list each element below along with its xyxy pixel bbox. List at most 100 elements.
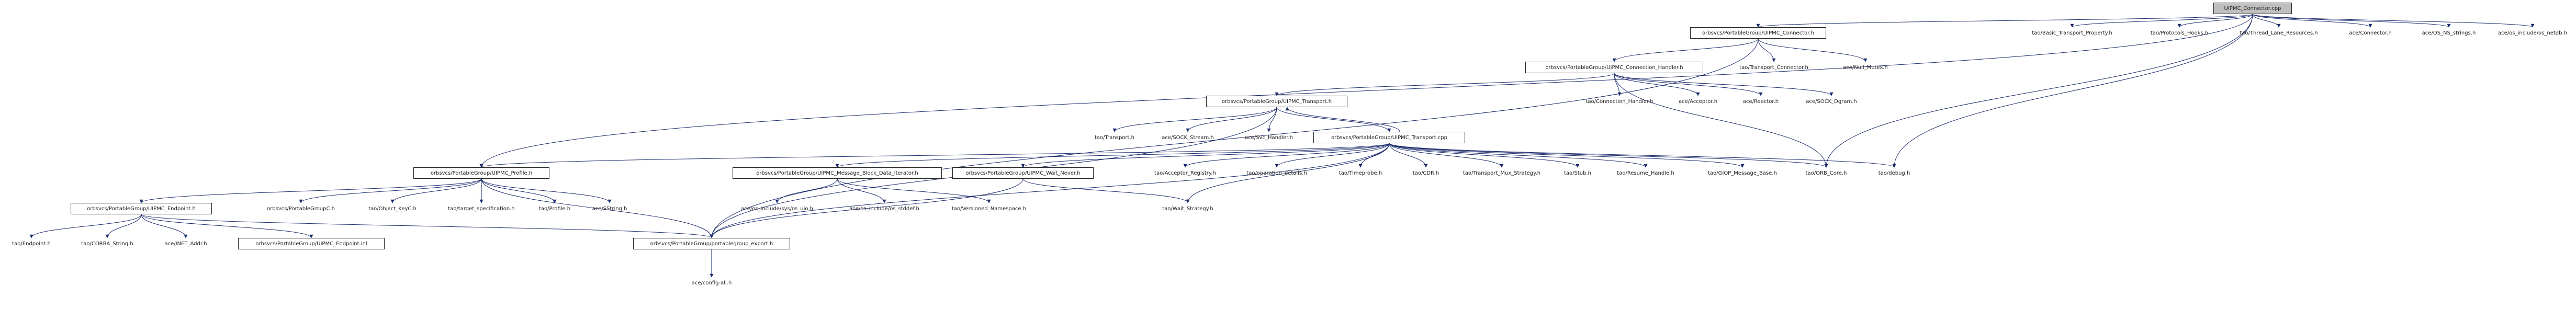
dependency-edge bbox=[2070, 14, 2253, 28]
dependency-edge bbox=[1389, 143, 1828, 168]
dependency-edge bbox=[1756, 14, 2253, 28]
graph-node[interactable]: orbsvcs/PortableGroupC.h bbox=[267, 205, 335, 212]
dependency-edge bbox=[1614, 73, 1763, 96]
dependency-edge bbox=[1389, 143, 1504, 168]
dependency-edge bbox=[479, 14, 2253, 168]
graph-node[interactable]: tao/CORBA_String.h bbox=[81, 241, 133, 247]
dependency-edge bbox=[1614, 73, 1833, 96]
graph-node[interactable]: tao/Thread_Lane_Resources.h bbox=[2240, 30, 2318, 36]
graph-node[interactable]: orbsvcs/PortableGroup/UIPMC_Connection_H… bbox=[1525, 62, 1703, 73]
dependency-edge bbox=[1824, 14, 2253, 168]
graph-node[interactable]: orbsvcs/PortableGroup/UIPMC_Message_Bloc… bbox=[733, 167, 942, 179]
graph-node[interactable]: orbsvcs/PortableGroup/UIPMC_Wait_Never.h bbox=[952, 167, 1094, 179]
graph-node[interactable]: ace/os_include/os_netdb.h bbox=[2498, 30, 2568, 36]
graph-node[interactable]: orbsvcs/PortableGroup/UIPMC_Endpoint.h bbox=[71, 203, 212, 214]
graph-node[interactable]: ace/Reactor.h bbox=[1742, 98, 1779, 105]
dependency-edge bbox=[390, 178, 482, 203]
graph-node[interactable]: tao/Transport.h bbox=[1095, 134, 1134, 141]
dependency-edge bbox=[1389, 143, 1745, 168]
dependency-edge bbox=[1389, 143, 1648, 168]
graph-node[interactable]: tao/Basic_Transport_Property.h bbox=[2032, 30, 2112, 36]
graph-node[interactable]: tao/Protocols_Hooks.h bbox=[2150, 30, 2209, 36]
graph-node[interactable]: UIPMC_Connector.cpp bbox=[2213, 3, 2292, 14]
graph-node[interactable]: ace/os_include/os_stddef.h bbox=[849, 205, 919, 212]
dependency-edge bbox=[481, 178, 714, 238]
dependency-edge bbox=[1614, 73, 1700, 96]
graph-node[interactable]: ace/SString.h bbox=[592, 205, 627, 212]
dependency-edge bbox=[2177, 14, 2253, 28]
dependency-edge bbox=[1276, 107, 1391, 132]
dependency-edge bbox=[775, 178, 838, 203]
dependency-edge bbox=[710, 178, 1023, 238]
dependency-edge bbox=[2252, 14, 2372, 28]
dependency-edge bbox=[1021, 143, 1390, 168]
graph-node[interactable]: ace/INET_Addr.h bbox=[164, 241, 207, 247]
dependency-edge bbox=[479, 143, 1390, 168]
dependency-edge bbox=[2252, 14, 2281, 28]
graph-node[interactable]: tao/CDR.h bbox=[1412, 170, 1439, 176]
dependency-edge bbox=[837, 178, 886, 203]
graph-node[interactable]: ace/Acceptor.h bbox=[1678, 98, 1718, 105]
graph-node[interactable]: tao/Profile.h bbox=[538, 205, 571, 212]
graph-node[interactable]: ace/config-all.h bbox=[691, 280, 732, 286]
graph-node[interactable]: tao/Object_KeyC.h bbox=[368, 205, 417, 212]
graph-node[interactable]: ace/OS_NS_strings.h bbox=[2422, 30, 2476, 36]
dependency-edge bbox=[2252, 14, 2535, 28]
dependency-edge bbox=[2252, 14, 2451, 28]
dependency-edge bbox=[837, 178, 991, 203]
graph-node[interactable]: ace/os_include/sys/os_uio.h bbox=[741, 205, 813, 212]
graph-node[interactable]: orbsvcs/PortableGroup/UIPMC_Transport.cp… bbox=[1313, 132, 1465, 143]
graph-node[interactable]: tao/operation_details.h bbox=[1246, 170, 1307, 176]
dependency-edge bbox=[105, 214, 142, 238]
dependency-edge bbox=[139, 178, 482, 203]
dependency-edge bbox=[1186, 107, 1277, 132]
graph-node[interactable]: tao/GIOP_Message_Base.h bbox=[1708, 170, 1777, 176]
graph-node[interactable]: tao/ORB_Core.h bbox=[1805, 170, 1847, 176]
graph-node[interactable]: orbsvcs/PortableGroup/portablegroup_expo… bbox=[633, 238, 790, 249]
dependency-edge bbox=[1614, 73, 1828, 168]
graph-node[interactable]: ace/SOCK_Stream.h bbox=[1162, 134, 1214, 141]
dependency-edge bbox=[141, 214, 188, 238]
graph-node[interactable]: tao/Endpoint.h bbox=[12, 241, 51, 247]
graph-node[interactable]: tao/Acceptor_Registry.h bbox=[1154, 170, 1216, 176]
graph-node[interactable]: ace/Null_Mutex.h bbox=[1843, 64, 1888, 71]
dependency-edge bbox=[1389, 143, 1580, 168]
dependency-edge bbox=[1112, 107, 1277, 132]
graph-node[interactable]: tao/target_specification.h bbox=[448, 205, 515, 212]
dependency-edge bbox=[1267, 107, 1277, 132]
graph-node[interactable]: tao/Versioned_Namespace.h bbox=[951, 205, 1027, 212]
dependency-edge bbox=[141, 214, 714, 238]
graph-node[interactable]: orbsvcs/PortableGroup/UIPMC_Connector.h bbox=[1690, 27, 1826, 39]
graph-node[interactable]: tao/Connection_Handler.h bbox=[1585, 98, 1653, 105]
dependency-edge bbox=[835, 143, 1390, 168]
dependency-edge bbox=[1275, 73, 1615, 96]
graph-node[interactable]: tao/Stub.h bbox=[1563, 170, 1591, 176]
graph-node[interactable]: ace/SOCK_Dgram.h bbox=[1806, 98, 1857, 105]
dependency-edge bbox=[1022, 178, 1190, 203]
dependency-edge bbox=[1389, 143, 1428, 168]
dependency-edge bbox=[710, 38, 1759, 238]
dependency-edge bbox=[299, 178, 482, 203]
dependency-edge bbox=[1758, 38, 1868, 62]
graph-node[interactable]: ace/Svc_Handler.h bbox=[1245, 134, 1293, 141]
graph-node[interactable]: orbsvcs/PortableGroup/UIPMC_Endpoint.inl bbox=[238, 238, 385, 249]
dependency-edge bbox=[1275, 143, 1390, 168]
graph-node[interactable]: tao/Transport_Connector.h bbox=[1739, 64, 1808, 71]
dependency-edge bbox=[1285, 107, 1400, 132]
dependency-edge bbox=[481, 178, 557, 203]
graph-node[interactable]: tao/Wait_Strategy.h bbox=[1162, 205, 1213, 212]
dependency-edge bbox=[1612, 38, 1759, 62]
graph-node[interactable]: tao/Resume_Handle.h bbox=[1617, 170, 1674, 176]
graph-node[interactable]: tao/Transport_Mux_Strategy.h bbox=[1463, 170, 1541, 176]
dependency-edge bbox=[141, 214, 313, 238]
graph-node[interactable]: tao/debug.h bbox=[1878, 170, 1910, 176]
graph-node[interactable]: orbsvcs/PortableGroup/UIPMC_Profile.h bbox=[413, 167, 549, 179]
dependency-edge bbox=[1183, 143, 1390, 168]
graph-node[interactable]: ace/Connector.h bbox=[2349, 30, 2392, 36]
graph-node[interactable]: orbsvcs/PortableGroup/UIPMC_Transport.h bbox=[1206, 96, 1347, 107]
graph-node[interactable]: tao/Timeprobe.h bbox=[1338, 170, 1382, 176]
dependency-edge bbox=[710, 143, 1390, 238]
dependency-edge bbox=[1186, 143, 1390, 203]
